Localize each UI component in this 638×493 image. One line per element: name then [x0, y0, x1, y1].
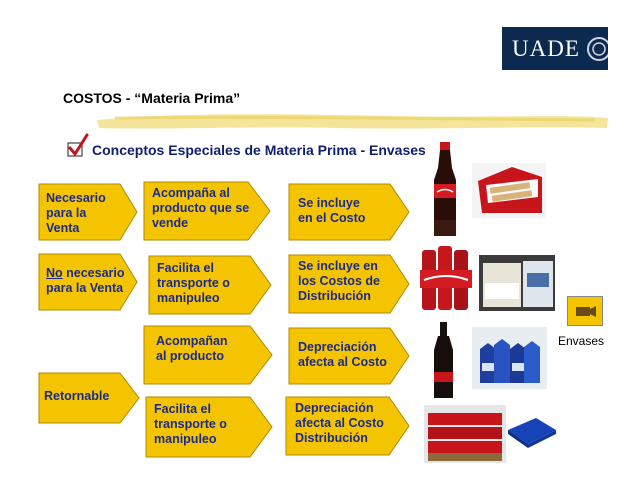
label-line: transporte o	[157, 276, 230, 290]
arrow-facilita-transporte-2: Facilita el transporte o manipuleo	[145, 396, 273, 458]
label-line: Se incluye	[298, 196, 360, 210]
highlight-stroke	[97, 114, 608, 129]
label-line: Depreciación	[298, 340, 377, 354]
label-line: manipuleo	[154, 432, 217, 446]
label-line: afecta al Costo	[295, 416, 384, 430]
label-line: vende	[152, 216, 189, 230]
label-line: los Costos de	[298, 274, 380, 288]
uade-logo: UADE	[502, 27, 608, 70]
arrow-necesario-venta: Necesario para la Venta	[38, 183, 138, 241]
label-line: Venta	[46, 221, 80, 235]
label-line: Se incluye en	[298, 259, 378, 273]
label-line: Necesario	[46, 191, 106, 205]
blue-bottles-image	[472, 327, 547, 389]
page-title: COSTOS - “Materia Prima”	[63, 90, 241, 106]
arrow-retornable: Retornable	[38, 372, 140, 424]
label-line: Distribución	[295, 431, 368, 445]
envases-button[interactable]	[567, 296, 603, 326]
label-line: Facilita el	[154, 402, 211, 416]
label-line: Distribución	[298, 289, 371, 303]
camera-icon	[576, 306, 596, 317]
label-line: No necesario	[46, 266, 125, 281]
arrow-se-incluye-costo: Se incluye en el Costo	[288, 183, 410, 241]
label-line: en el Costo	[298, 211, 366, 225]
arrow-acompana-producto: Acompaña al producto que se vende	[143, 181, 271, 241]
blue-pallet-image	[508, 418, 556, 448]
label-line: Acompañan	[156, 334, 228, 348]
label-line: para la	[46, 206, 87, 220]
envases-label: Envases	[558, 334, 605, 348]
arrow-facilita-transporte-1: Facilita el transporte o manipuleo	[148, 255, 272, 315]
seal-icon	[586, 36, 608, 61]
arrow-depreciacion-costo: Depreciación afecta al Costo	[288, 327, 410, 385]
coke-six-pack-image	[418, 240, 474, 315]
label-line: para la Venta	[46, 281, 124, 295]
label-line: transporte o	[154, 417, 227, 431]
arrow-acompanan-producto: Acompañan al producto	[143, 325, 273, 385]
cigarette-packs-image	[479, 255, 555, 311]
coke-crates-image	[424, 405, 506, 463]
returnable-bottle-image	[423, 320, 465, 400]
label-line: Retornable	[44, 389, 110, 403]
coke-bottle-image	[434, 142, 456, 236]
label-line: Acompaña al	[152, 186, 230, 200]
label-line: Depreciación	[295, 401, 374, 415]
logo-text: UADE	[512, 35, 580, 61]
label-no: No	[46, 266, 63, 280]
arrow-costos-distribucion: Se incluye en los Costos de Distribución	[288, 254, 410, 314]
arrow-no-necesario-venta: No necesario para la Venta	[38, 253, 138, 311]
arrow-depreciacion-distribucion: Depreciación afecta al Costo Distribució…	[285, 396, 410, 456]
label-rest: necesario	[62, 266, 125, 280]
label-line: producto que se	[152, 201, 250, 215]
checkmark-icon	[67, 133, 89, 157]
cigarette-pack-image	[472, 163, 546, 218]
label-line: al producto	[156, 349, 225, 363]
label-line: Facilita el	[157, 261, 214, 275]
label-line: manipuleo	[157, 291, 220, 305]
section-subtitle: Conceptos Especiales de Materia Prima - …	[92, 142, 426, 158]
label-line: afecta al Costo	[298, 355, 387, 369]
